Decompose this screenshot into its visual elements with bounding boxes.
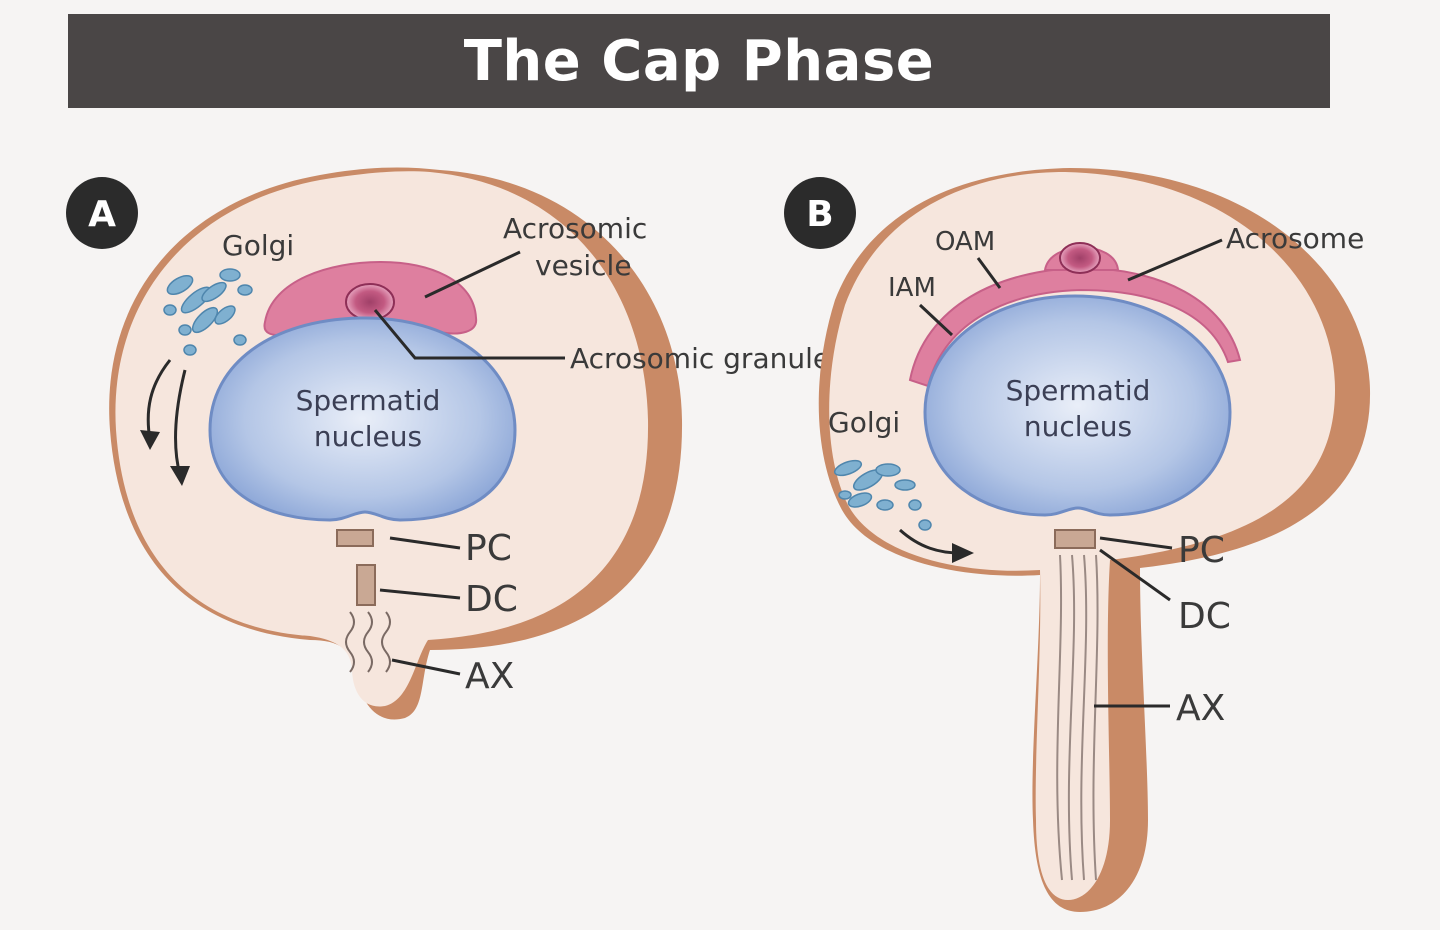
nucleus-label-b-2: nucleus	[1024, 410, 1132, 443]
axoneme-a	[345, 611, 391, 673]
leader-dc-a	[379, 588, 461, 600]
golgi-label-b: Golgi	[828, 406, 900, 439]
acrosome-label-b: Acrosome	[1226, 222, 1364, 255]
pc-label-b: PC	[1178, 530, 1225, 571]
page-title: The Cap Phase	[463, 28, 935, 94]
arrow-a-2	[173, 369, 187, 476]
panel-b: B OAM IAM Acrosome Golgi Spermatid nucle…	[784, 168, 1371, 912]
leader-acrosome-b	[1127, 238, 1223, 282]
leader-vesicle-a	[424, 250, 521, 299]
oam-label-b: OAM	[935, 227, 995, 257]
arrow-b-head	[952, 543, 974, 563]
leader-dc-b	[1099, 548, 1171, 602]
acrosome-b	[908, 266, 1242, 388]
badge-b	[784, 177, 856, 249]
golgi-b	[833, 459, 932, 531]
proximal-centriole-b	[1054, 529, 1096, 549]
acrosomic-vesicle-label-a-2: vesicle	[535, 249, 632, 282]
badge-a-letter: A	[88, 194, 116, 235]
leader-oam-b	[976, 257, 1002, 289]
nucleus-label-a-2: nucleus	[314, 420, 422, 453]
acrosomic-granule-b	[1059, 242, 1101, 274]
iam-label-b: IAM	[888, 273, 936, 303]
leader-granule-a	[373, 309, 565, 360]
leader-pc-a	[389, 536, 461, 550]
nucleus-b	[923, 294, 1232, 517]
leader-pc-b	[1099, 536, 1173, 550]
ax-label-a: AX	[465, 656, 514, 697]
axoneme-b	[1056, 554, 1099, 881]
leader-iam-b	[918, 303, 954, 337]
distal-centriole-a	[356, 564, 376, 606]
acrosomic-granule-a	[345, 283, 395, 321]
badge-a	[66, 177, 138, 249]
arrow-a-1-head	[140, 430, 160, 450]
acrosomic-vesicle-label-a-1: Acrosomic	[503, 212, 647, 245]
title-bar: The Cap Phase	[68, 14, 1330, 108]
golgi-a	[163, 268, 253, 356]
panel-a: A Golgi Acrosomic vesicle Spermatid nucl…	[66, 167, 683, 720]
arrow-a-2-head	[170, 466, 190, 486]
pc-label-a: PC	[465, 528, 512, 569]
golgi-label-a: Golgi	[222, 229, 294, 262]
proximal-centriole-a	[336, 529, 374, 547]
badge-b-letter: B	[806, 194, 833, 235]
nucleus-a	[208, 316, 517, 522]
dc-label-a: DC	[465, 579, 518, 620]
dc-label-b: DC	[1178, 596, 1231, 637]
leader-ax-a	[391, 658, 461, 676]
ax-label-b: AX	[1176, 688, 1225, 729]
nucleus-label-b-1: Spermatid	[1006, 374, 1151, 407]
nucleus-label-a-1: Spermatid	[296, 384, 441, 417]
acrosomic-granule-label: Acrosomic granule	[570, 342, 830, 375]
